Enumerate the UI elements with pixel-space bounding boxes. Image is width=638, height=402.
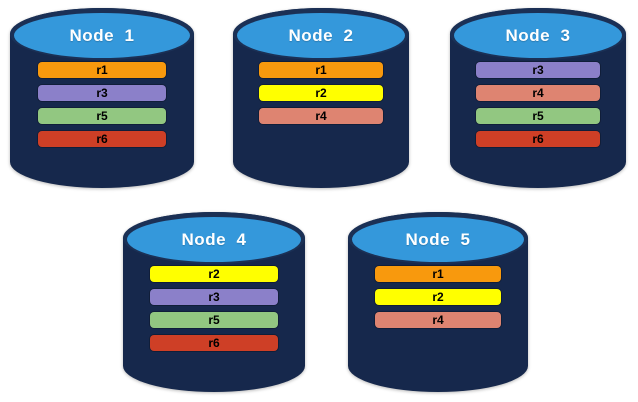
record-bar-r4[interactable]: r4	[375, 312, 501, 328]
record-label: r2	[208, 267, 220, 281]
node-cylinder-top: Node 3	[453, 13, 623, 59]
record-label: r3	[96, 86, 108, 100]
node-title: Node 5	[405, 229, 471, 249]
node-title: Node 2	[288, 25, 354, 45]
record-bar-r1[interactable]: r1	[37, 62, 167, 78]
record-bar-r3[interactable]: r3	[150, 289, 278, 305]
record-bar-r6[interactable]: r6	[150, 335, 278, 351]
record-bar-r2[interactable]: r2	[259, 85, 383, 101]
record-label: r4	[432, 313, 444, 327]
node-cylinder-top: Node 1	[14, 13, 190, 59]
record-list: r1 r3 r5 r6	[37, 62, 167, 154]
record-list: r2 r3 r5 r6	[150, 266, 278, 358]
node-title: Node 3	[505, 25, 571, 45]
record-bar-r6[interactable]: r6	[37, 131, 167, 147]
record-bar-r6[interactable]: r6	[476, 131, 600, 147]
record-label: r5	[208, 313, 220, 327]
node-cylinder-top: Node 4	[127, 217, 301, 263]
record-bar-r4[interactable]: r4	[476, 85, 600, 101]
record-bar-r5[interactable]: r5	[476, 108, 600, 124]
database-node-1[interactable]: Node 1 r1 r3 r5 r6	[10, 8, 194, 188]
record-label: r6	[96, 132, 108, 146]
record-label: r1	[432, 267, 444, 281]
node-title: Node 1	[69, 25, 135, 45]
record-label: r4	[532, 86, 544, 100]
record-bar-r3[interactable]: r3	[476, 62, 600, 78]
record-bar-r1[interactable]: r1	[375, 266, 501, 282]
database-node-2[interactable]: Node 2 r1 r2 r4	[233, 8, 409, 188]
record-bar-r2[interactable]: r2	[150, 266, 278, 282]
record-bar-r5[interactable]: r5	[37, 108, 167, 124]
record-label: r1	[96, 63, 108, 77]
record-bar-r4[interactable]: r4	[259, 108, 383, 124]
record-label: r2	[432, 290, 444, 304]
record-bar-r2[interactable]: r2	[375, 289, 501, 305]
database-node-5[interactable]: Node 5 r1 r2 r4	[348, 212, 528, 392]
record-list: r1 r2 r4	[259, 62, 383, 131]
record-bar-r3[interactable]: r3	[37, 85, 167, 101]
record-label: r3	[208, 290, 220, 304]
record-label: r1	[315, 63, 327, 77]
database-node-4[interactable]: Node 4 r2 r3 r5 r6	[123, 212, 305, 392]
record-list: r1 r2 r4	[375, 266, 501, 335]
node-title: Node 4	[181, 229, 247, 249]
record-label: r4	[315, 109, 327, 123]
record-label: r6	[208, 336, 220, 350]
record-list: r3 r4 r5 r6	[476, 62, 600, 154]
record-label: r3	[532, 63, 544, 77]
record-label: r2	[315, 86, 327, 100]
record-label: r5	[96, 109, 108, 123]
node-cylinder-top: Node 2	[236, 13, 406, 59]
database-node-3[interactable]: Node 3 r3 r4 r5 r6	[450, 8, 626, 188]
record-bar-r5[interactable]: r5	[150, 312, 278, 328]
record-label: r6	[532, 132, 544, 146]
record-bar-r1[interactable]: r1	[259, 62, 383, 78]
record-label: r5	[532, 109, 544, 123]
node-cylinder-top: Node 5	[351, 217, 525, 263]
